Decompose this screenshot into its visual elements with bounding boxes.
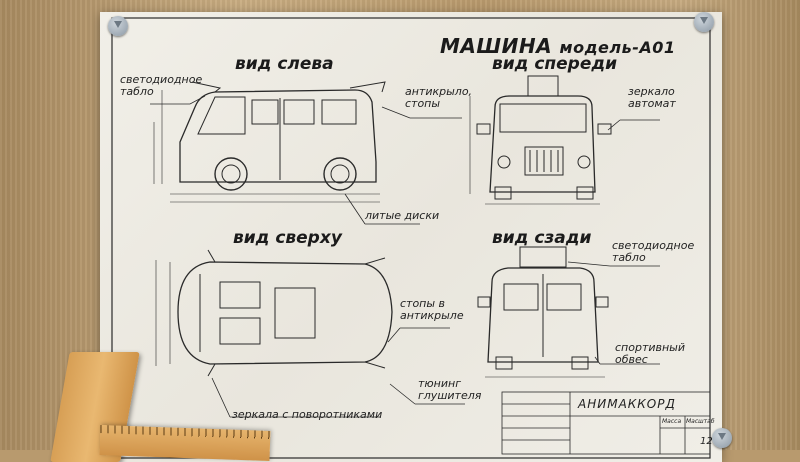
note-muffler-tuning: тюнинг глушителя bbox=[418, 377, 482, 402]
note-stops-in-spoiler: стопы в антикрыле bbox=[400, 297, 464, 322]
title-main: МАШИНА bbox=[440, 34, 553, 58]
note-alloy-wheels: литые диски bbox=[365, 209, 440, 222]
van-front-view bbox=[469, 75, 612, 205]
stamp-scale-label: Масштаб bbox=[686, 418, 715, 425]
leader-lines bbox=[150, 95, 660, 418]
blueprint-sheet: МАШИНА модель-А01 вид слева вид спереди … bbox=[100, 12, 722, 462]
note-mirror-auto: зеркало автомат bbox=[628, 85, 676, 110]
note-spoiler-stops: антикрыло, стопы bbox=[405, 85, 473, 110]
note-mirrors-turn: зеркала с поворотниками bbox=[232, 408, 383, 421]
stamp-company: АНИМАККОРД bbox=[578, 397, 676, 411]
drawing-title: МАШИНА модель-А01 bbox=[440, 34, 675, 58]
pushpin-icon bbox=[108, 16, 128, 36]
label-top-view: вид сверху bbox=[233, 228, 342, 248]
note-led-board-back: светодиодное табло bbox=[612, 239, 695, 264]
stamp-sheet-label: Масса bbox=[662, 418, 682, 425]
van-top-view bbox=[155, 249, 393, 377]
ruler-icon bbox=[99, 425, 271, 461]
van-side-view bbox=[153, 81, 386, 203]
van-back-view bbox=[477, 246, 609, 378]
pushpin-icon bbox=[694, 12, 714, 32]
label-left-view: вид слева bbox=[235, 54, 334, 74]
title-model: модель-А01 bbox=[559, 38, 676, 57]
note-sport-kit: спортивный обвес bbox=[615, 341, 686, 366]
note-led-board-side: светодиодное табло bbox=[120, 73, 203, 98]
label-back-view: вид сзади bbox=[492, 228, 592, 248]
label-front-view: вид спереди bbox=[492, 54, 618, 74]
title-block bbox=[501, 391, 711, 455]
stamp-number: 12 bbox=[700, 436, 713, 447]
pushpin-icon bbox=[712, 428, 732, 448]
blueprint-drawing bbox=[111, 17, 711, 459]
